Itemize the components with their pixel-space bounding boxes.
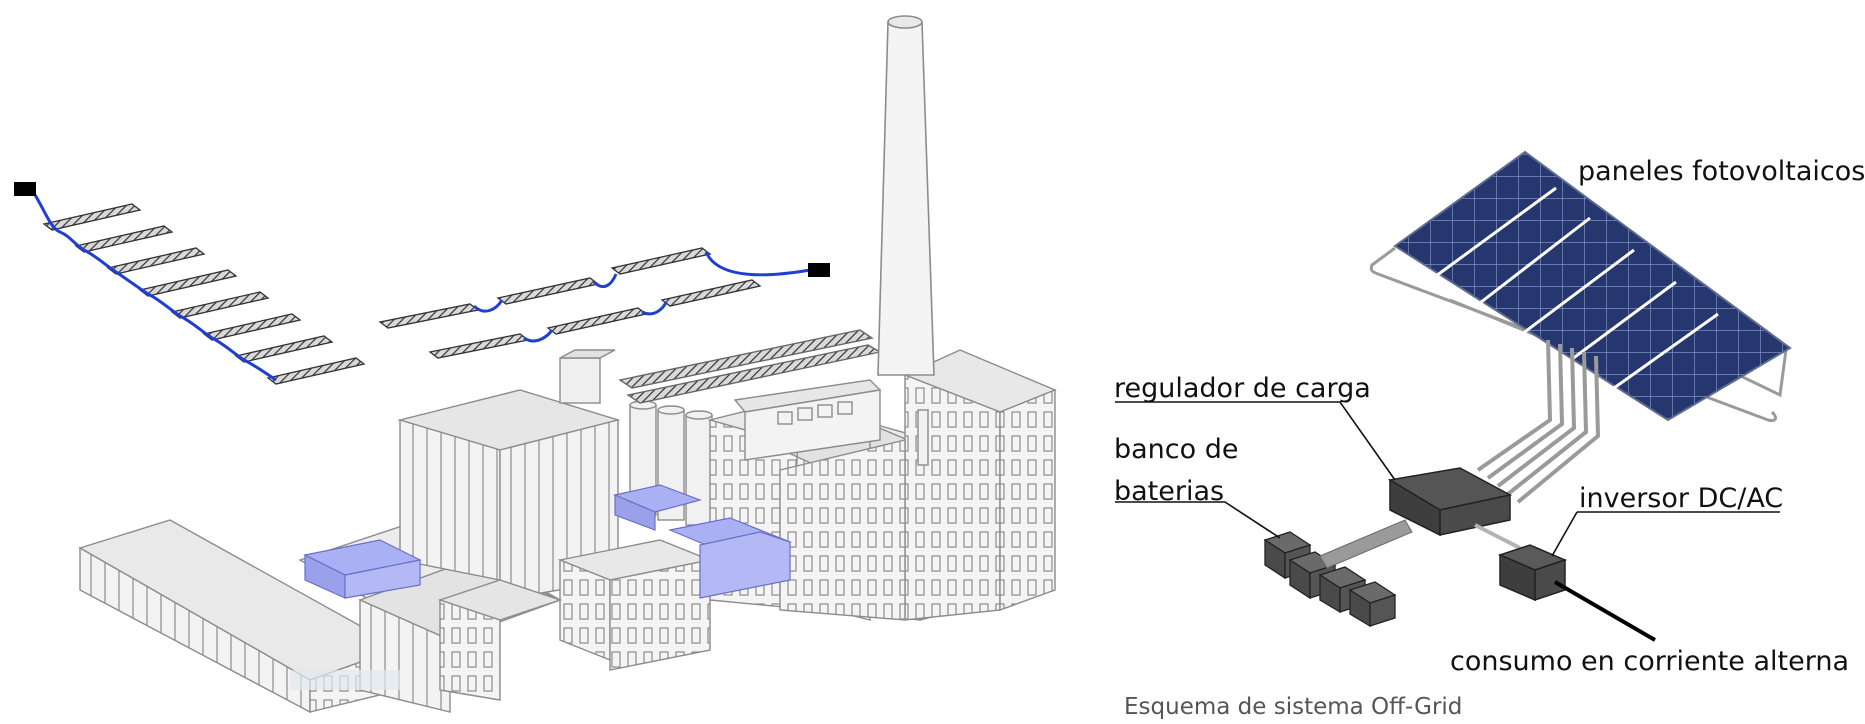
label-battery-line2: baterias [1114,476,1225,507]
solar-panel-icon [1393,150,1792,422]
panel-support-posts [1476,339,1601,504]
solar-panel-icon [378,303,480,329]
factory-conveyor [618,329,882,404]
small-chimney [917,409,929,466]
battery-icon [1263,531,1397,628]
label-consumption: consumo en corriente alterna [1450,646,1849,677]
solar-panel-icon [610,247,712,275]
pv-string-left [42,203,366,385]
pv-junction-right [808,263,830,277]
factory-control-house [733,379,882,461]
solar-panel-icon [138,269,238,297]
factory-office [437,539,713,701]
factory-tower [779,349,1057,621]
solar-panel-icon [202,313,302,341]
caption: Esquema de sistema Off-Grid [1124,694,1463,720]
label-inverter: inversor DC/AC [1579,483,1784,514]
charge-regulator-box [1387,467,1513,537]
pv-string-right [378,247,762,359]
leader-lines [1115,401,1780,557]
pv-cables [30,189,811,382]
inverter-icon [1497,544,1568,602]
pv-junction-left [14,182,36,196]
factory-highlight-blocks [303,484,793,599]
label-battery-line1: banco de [1114,434,1239,465]
solar-panel-icon [74,225,174,253]
battery-cable [1319,519,1413,569]
factory-silo-building [397,349,621,601]
inverter-cable [1474,523,1521,550]
rooftop-pv-arrays [14,182,830,385]
solar-panel-icon [42,203,142,231]
solar-panel-icon [546,307,648,335]
factory-icon [78,15,1057,714]
ground-tint [290,670,400,690]
offgrid-scheme [1115,150,1792,642]
solar-panel-icon [234,335,334,363]
factory-chimney [877,15,935,376]
solar-panel-icon [266,357,366,385]
solar-panel-icon [660,279,762,307]
label-panels: paneles fotovoltaicos [1578,156,1865,187]
label-regulator: regulador de carga [1114,373,1371,404]
solar-panel-icon [106,247,206,275]
solar-panel-icon [496,277,600,305]
ac-output-cable [1553,580,1657,642]
solar-panel-icon [170,291,270,319]
solar-panel-icon [428,333,530,359]
